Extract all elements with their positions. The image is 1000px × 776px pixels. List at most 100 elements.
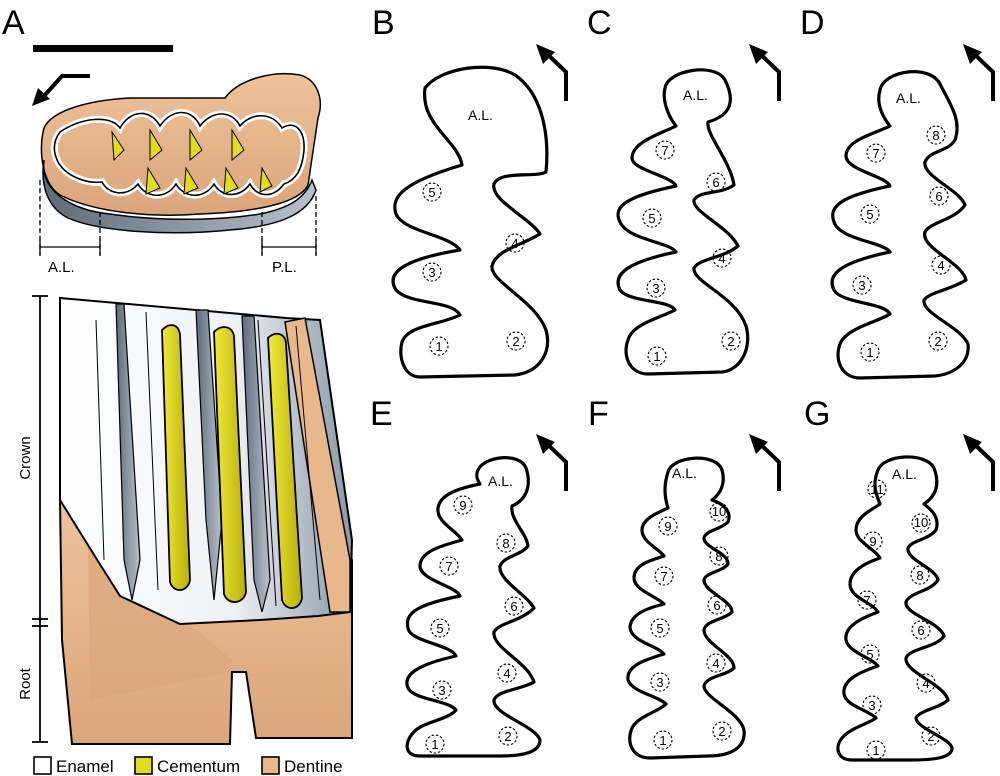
direction-arrow-icon — [541, 438, 568, 491]
direction-arrow-icon — [32, 74, 90, 106]
svg-text:2: 2 — [718, 724, 725, 739]
tooth-outline-b — [391, 65, 549, 379]
tooth-outline-c — [616, 68, 750, 376]
legend: Enamel Cementum Dentine — [33, 756, 343, 776]
svg-text:7: 7 — [445, 559, 452, 574]
tooth-outline-g — [836, 455, 954, 762]
svg-text:1: 1 — [872, 743, 879, 758]
svg-text:7: 7 — [863, 593, 870, 608]
triangle-markers-d: 8 7 6 5 4 3 2 1 — [852, 125, 951, 362]
svg-text:6: 6 — [935, 189, 942, 204]
panel-letter-d: D — [800, 4, 825, 42]
anterior-lobe-label-d: A.L. — [896, 90, 921, 106]
direction-arrow-icon — [754, 48, 781, 101]
direction-arrow-icon — [968, 48, 995, 101]
label-crown: Crown — [17, 436, 34, 479]
lobe-label-posterior: P.L. — [272, 259, 297, 276]
svg-text:7: 7 — [660, 569, 667, 584]
svg-text:8: 8 — [932, 128, 939, 143]
legend-swatch-dentine — [261, 756, 280, 775]
panel-e: E A.L. 9 8 7 6 5 4 3 2 1 — [370, 395, 568, 758]
svg-text:7: 7 — [661, 143, 668, 158]
svg-text:8: 8 — [916, 568, 923, 583]
panel-f: F A.L. 10 9 8 7 6 5 4 3 2 1 — [588, 395, 781, 760]
lateral-view — [58, 296, 354, 745]
triangle-markers-b: 5 4 3 2 1 — [422, 182, 526, 356]
legend-swatch-enamel — [33, 756, 52, 775]
svg-text:2: 2 — [727, 334, 734, 349]
legend-label-dentine: Dentine — [284, 757, 343, 776]
panel-letter-f: F — [588, 395, 609, 433]
panel-letter-e: E — [370, 395, 393, 433]
tooth-outline-d — [830, 70, 970, 380]
direction-arrow-icon — [541, 48, 568, 101]
svg-text:10: 10 — [914, 515, 928, 530]
svg-text:6: 6 — [510, 599, 517, 614]
svg-text:6: 6 — [917, 623, 924, 638]
svg-text:3: 3 — [428, 265, 435, 280]
direction-arrow-icon — [968, 438, 995, 491]
svg-text:3: 3 — [858, 278, 865, 293]
svg-text:5: 5 — [428, 185, 435, 200]
panel-letter-a: A — [2, 4, 25, 42]
anterior-lobe-label-b: A.L. — [468, 107, 493, 123]
svg-text:3: 3 — [868, 698, 875, 713]
panel-d: D A.L. 8 7 6 5 4 3 2 1 — [800, 4, 995, 380]
svg-text:1: 1 — [431, 737, 438, 752]
legend-swatch-cementum — [134, 756, 153, 775]
legend-label-cementum: Cementum — [157, 757, 240, 776]
svg-text:8: 8 — [502, 536, 509, 551]
triangle-markers-e: 9 8 7 6 5 4 3 2 1 — [425, 495, 524, 754]
occlusal-view — [40, 72, 321, 234]
anterior-lobe-label-e: A.L. — [488, 473, 513, 489]
tooth-outline-e — [405, 456, 542, 758]
svg-text:4: 4 — [712, 656, 719, 671]
svg-text:6: 6 — [713, 598, 720, 613]
svg-text:3: 3 — [438, 683, 445, 698]
lobe-brackets — [39, 180, 317, 256]
anterior-lobe-label-g: A.L. — [892, 466, 917, 482]
tooth-outline-f — [626, 456, 746, 760]
svg-text:6: 6 — [712, 175, 719, 190]
svg-text:9: 9 — [459, 498, 466, 513]
svg-text:5: 5 — [866, 207, 873, 222]
svg-text:4: 4 — [718, 251, 725, 266]
svg-text:2: 2 — [927, 729, 934, 744]
crown-root-ruler — [32, 295, 48, 743]
triangle-markers-f: 10 9 8 7 6 5 4 3 2 1 — [650, 502, 732, 750]
svg-text:7: 7 — [872, 146, 879, 161]
svg-text:9: 9 — [664, 519, 671, 534]
panel-b: B A.L. 5 4 3 2 1 — [372, 4, 568, 379]
svg-text:5: 5 — [656, 621, 663, 636]
svg-text:3: 3 — [656, 675, 663, 690]
svg-text:1: 1 — [653, 349, 660, 364]
svg-text:10: 10 — [712, 504, 726, 519]
svg-text:4: 4 — [503, 666, 510, 681]
svg-text:5: 5 — [648, 211, 655, 226]
triangle-markers-g: 11 10 9 8 7 6 5 4 3 2 1 — [857, 479, 941, 760]
svg-text:3: 3 — [652, 281, 659, 296]
svg-text:9: 9 — [869, 534, 876, 549]
panel-c: C A.L. 7 6 5 4 3 2 1 — [587, 4, 781, 376]
legend-label-enamel: Enamel — [56, 757, 114, 776]
svg-text:5: 5 — [866, 647, 873, 662]
panel-letter-c: C — [587, 4, 612, 42]
svg-text:11: 11 — [870, 482, 884, 497]
svg-text:1: 1 — [866, 345, 873, 360]
panel-a: A — [2, 4, 354, 776]
panel-letter-b: B — [372, 4, 395, 42]
triangle-markers-c: 7 6 5 4 3 2 1 — [642, 140, 741, 366]
lobe-label-anterior: A.L. — [48, 259, 75, 276]
panel-g: G A.L. 11 10 9 8 7 6 5 4 3 2 1 — [804, 395, 995, 762]
svg-text:5: 5 — [436, 621, 443, 636]
svg-text:4: 4 — [937, 258, 944, 273]
svg-text:8: 8 — [715, 549, 722, 564]
svg-text:1: 1 — [435, 339, 442, 354]
direction-arrow-icon — [754, 438, 781, 491]
svg-text:2: 2 — [512, 334, 519, 349]
label-root: Root — [17, 667, 34, 700]
anterior-lobe-label-f: A.L. — [672, 465, 697, 481]
svg-text:4: 4 — [922, 676, 929, 691]
scale-bar — [33, 45, 173, 52]
